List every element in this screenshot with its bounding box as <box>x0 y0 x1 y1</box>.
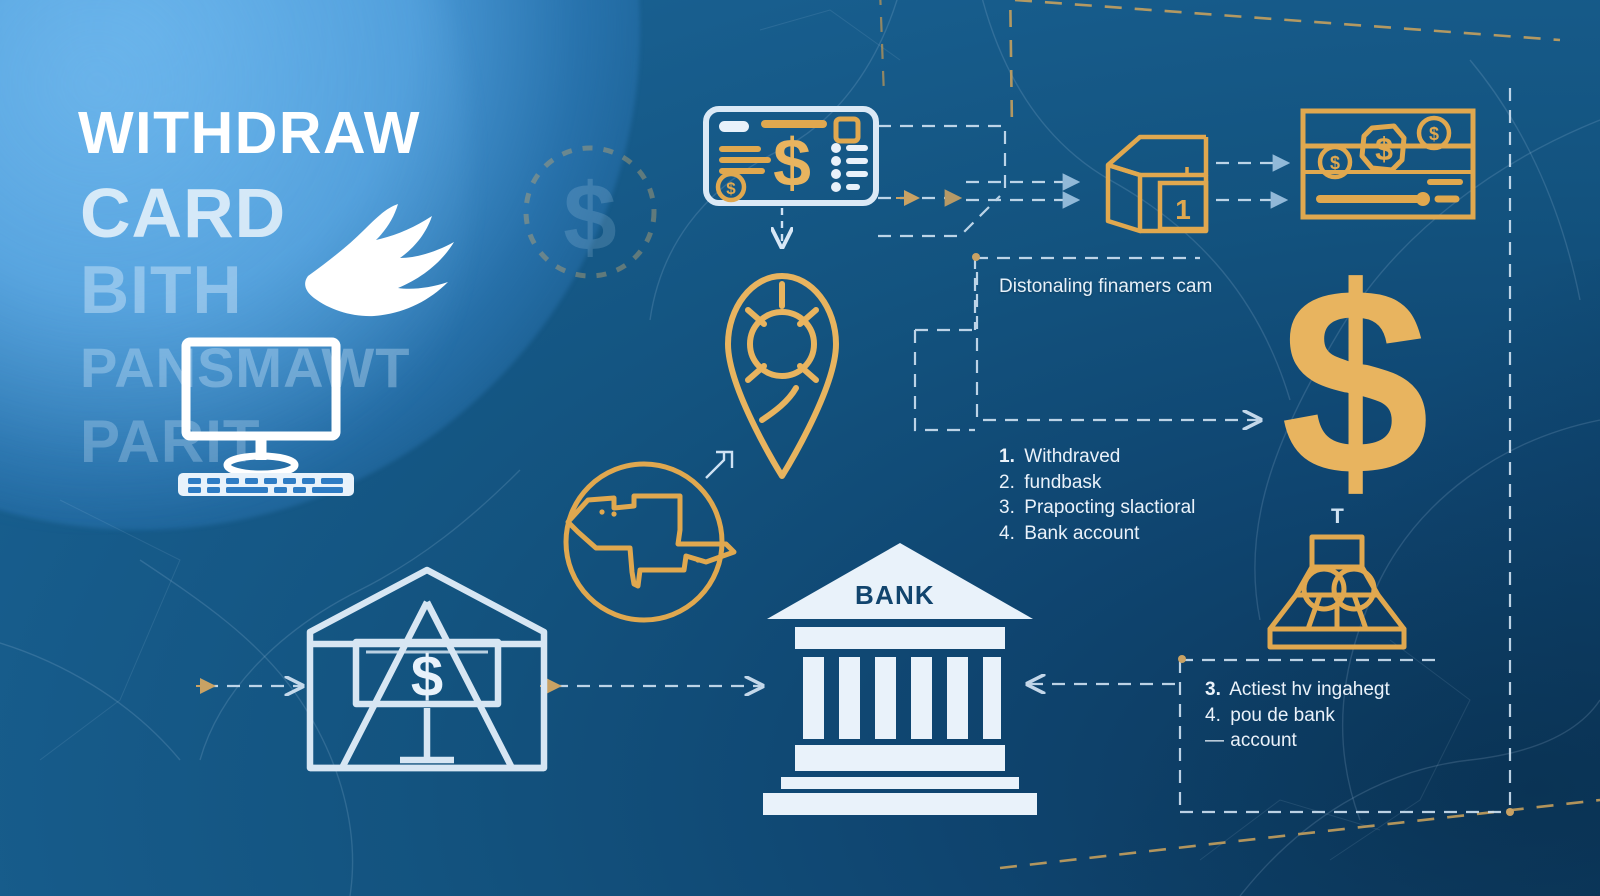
list-item: 2. fundbask <box>999 471 1102 493</box>
steps-list-b: 3. Actiest hv ingahegt 4. pou de bank — … <box>1205 677 1390 754</box>
list-item-label: Withdraved <box>1024 446 1121 467</box>
list-item-label: Actiest hv ingahegt <box>1229 679 1390 700</box>
list-item: 1. Withdraved <box>999 446 1121 467</box>
desktop-computer-icon <box>178 337 354 496</box>
list-item: 3. Prapocting slactioral <box>999 497 1196 518</box>
list-item-label: account <box>1230 730 1297 751</box>
dash-card-diag <box>878 195 1001 238</box>
svg-text:$: $ <box>563 164 616 271</box>
atm-pyramid-icon: $ <box>306 566 548 772</box>
list-item-label: Bank account <box>1024 522 1140 544</box>
list-item: 3. Actiest hv ingahegt <box>1205 679 1390 700</box>
hero-ghost-line-3: PANSMAWT <box>80 336 411 399</box>
house-box-icon: 1 <box>1105 134 1209 234</box>
bank-building-icon <box>763 543 1037 815</box>
list-item: — account <box>1205 730 1297 751</box>
steps-list-a: 1. Withdraved 2. fundbask 3. Prapocting … <box>999 444 1195 546</box>
monument-icon <box>1267 534 1407 650</box>
banknote-dollar-card-icon: $ $ <box>703 106 879 206</box>
hero-ghost-line-2: BITH <box>80 252 243 328</box>
list-item: 4. Bank account <box>999 522 1140 544</box>
gold-dash-vertical-left <box>1008 0 1014 131</box>
gold-dash-bottom-right <box>999 798 1600 870</box>
dash-note-bracket <box>975 272 1258 420</box>
list-item-label: pou de bank <box>1230 704 1335 726</box>
bank-label: BANK <box>855 580 935 610</box>
list-item: 4. pou de bank <box>1205 704 1335 726</box>
credit-card-icon: $ $ $ <box>1300 108 1476 220</box>
location-pin-icon <box>725 273 839 479</box>
svg-text:$: $ <box>1280 262 1429 510</box>
gold-dash-top-right <box>1014 0 1561 42</box>
dollar-sign-large-icon: $ <box>1280 262 1429 510</box>
corner-arrow-globe <box>705 452 726 479</box>
hero-title-block: PARIT PANSMAWT BITH CARD WITHDRAW <box>78 104 598 504</box>
t-marker-label: T <box>1331 505 1344 528</box>
dash-card-to-house <box>878 124 1007 190</box>
bird-icon <box>305 204 454 317</box>
svg-text:$: $ <box>773 125 811 201</box>
svg-text:$: $ <box>1375 131 1393 167</box>
list-item-label: Prapocting slactioral <box>1024 497 1196 518</box>
svg-text:$: $ <box>1429 124 1439 144</box>
house-badge-label: 1 <box>1175 194 1191 225</box>
note-block-a: Distonaling finamers cam <box>999 276 1213 297</box>
svg-text:$: $ <box>726 179 736 198</box>
list-item-label: fundbask <box>1024 471 1102 493</box>
page-title: WITHDRAW <box>78 100 421 166</box>
svg-text:$: $ <box>1330 153 1340 173</box>
faded-dollar-circle-icon: $ <box>523 145 657 279</box>
globe-map-icon <box>563 461 737 623</box>
hero-ghost-line-1: CARD <box>80 174 287 252</box>
svg-text:$: $ <box>411 644 443 709</box>
